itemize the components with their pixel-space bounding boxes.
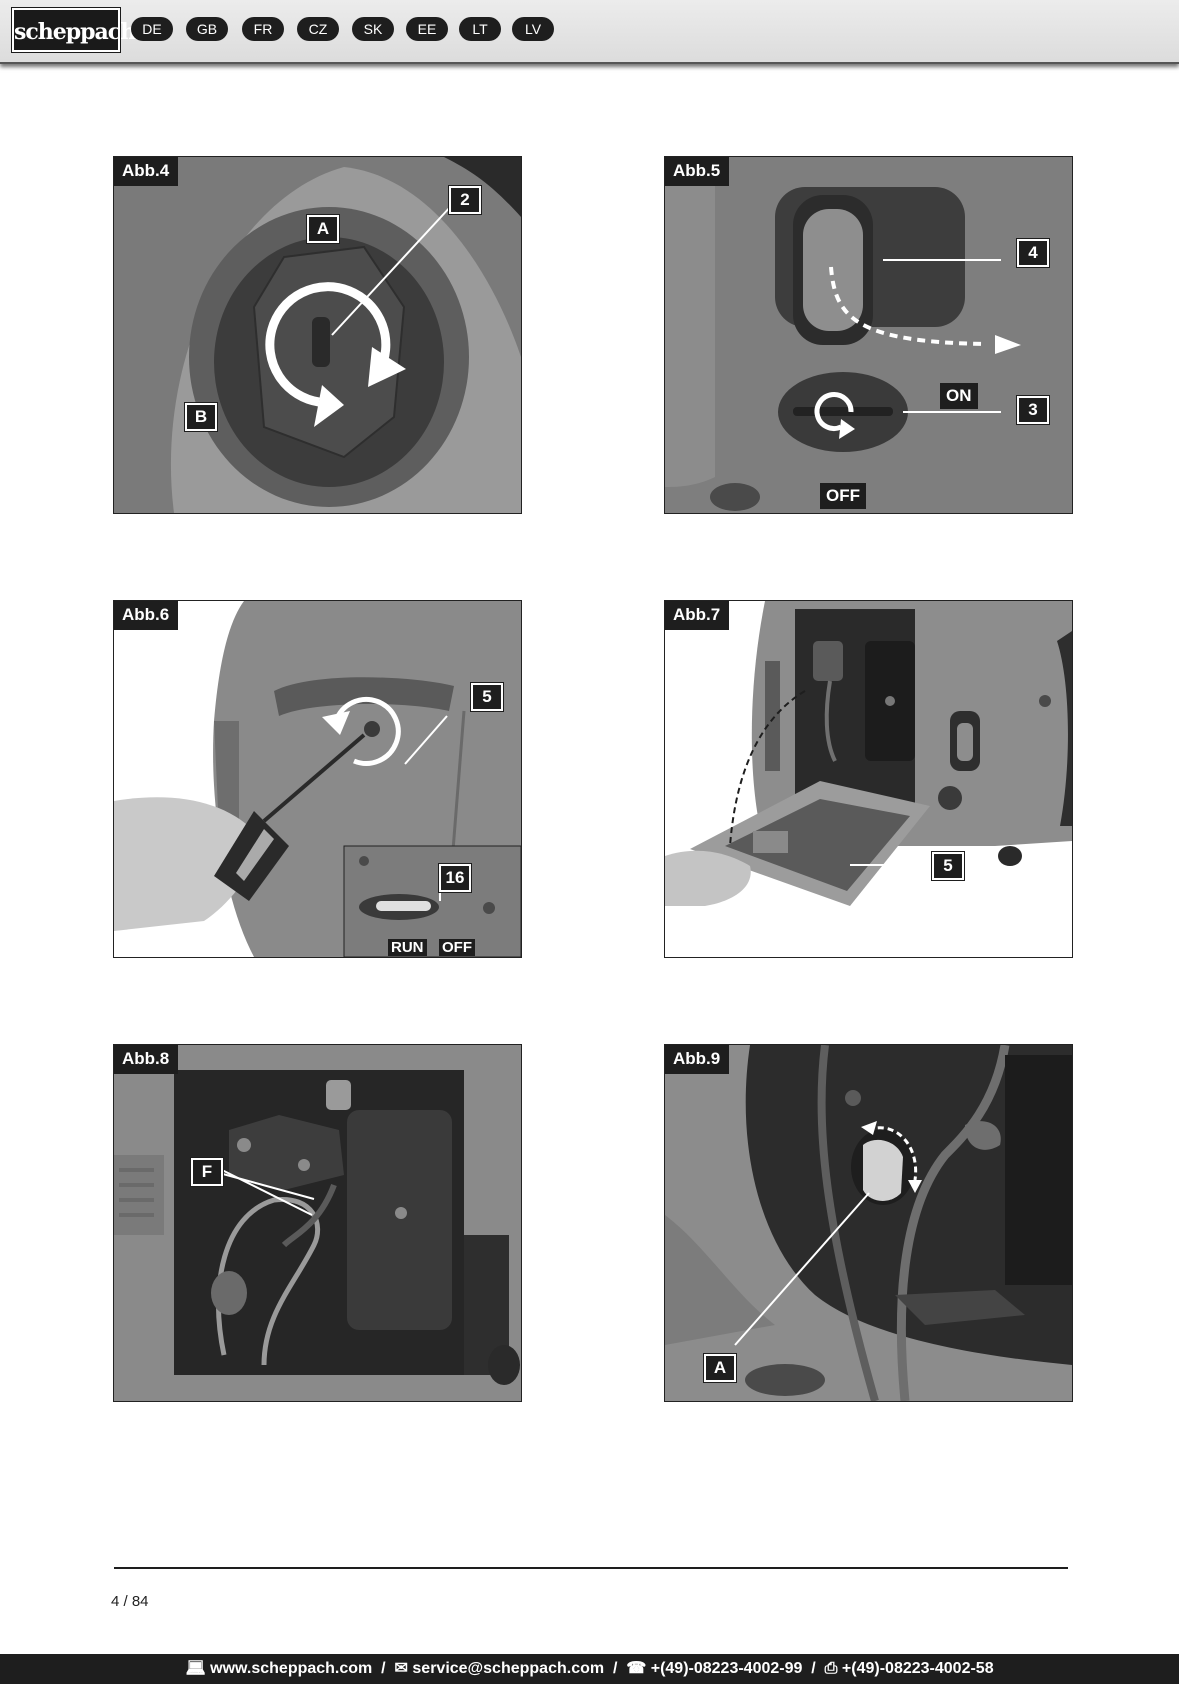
lang-badge-lt[interactable]: LT xyxy=(459,17,501,41)
page-number: 4 / 84 xyxy=(111,1593,149,1610)
website-link[interactable]: www.scheppach.com xyxy=(210,1660,372,1677)
phone-number: +(49)-08223-4002-99 xyxy=(651,1660,803,1677)
figure-label: Abb.5 xyxy=(665,157,729,186)
fuel-valve-photo xyxy=(665,1045,1072,1401)
callout-f: F xyxy=(191,1158,223,1186)
fax-number: +(49)-08223-4002-58 xyxy=(842,1660,994,1677)
figure-label: Abb.4 xyxy=(114,157,178,186)
switch-off-tag: OFF xyxy=(439,939,475,956)
computer-icon: 💻︎ xyxy=(185,1660,205,1677)
switch-run-tag: RUN xyxy=(388,939,427,956)
callout-a: A xyxy=(307,215,339,243)
separator: / xyxy=(609,1660,622,1677)
mail-icon: ✉ xyxy=(395,1660,408,1677)
figure-abb7: Abb.7 5 xyxy=(664,600,1073,958)
callout-4: 4 xyxy=(1017,239,1049,267)
figure-label: Abb.9 xyxy=(665,1045,729,1074)
page-header: scheppach DE GB FR CZ SK EE LT LV xyxy=(0,0,1179,64)
fax-icon: ⎙ xyxy=(825,1660,838,1677)
callout-2: 2 xyxy=(449,186,481,214)
lang-badge-sk[interactable]: SK xyxy=(352,17,394,41)
switch-panel-photo xyxy=(665,157,1072,513)
lang-badge-lv[interactable]: LV xyxy=(512,17,554,41)
air-filter-cover-photo xyxy=(665,601,1072,957)
figure-abb9: Abb.9 A xyxy=(664,1044,1073,1402)
switch-off-tag: OFF xyxy=(820,483,866,509)
figure-abb6: Abb.6 5 16 RUN OFF xyxy=(113,600,522,958)
figure-label: Abb.6 xyxy=(114,601,178,630)
contact-footer: 💻︎ www.scheppach.com / ✉ service@scheppa… xyxy=(0,1654,1179,1684)
callout-5: 5 xyxy=(471,683,503,711)
figure-abb5: Abb.5 4 3 ON OFF xyxy=(664,156,1073,514)
scheppach-logo: scheppach xyxy=(12,8,120,52)
separator: / xyxy=(807,1660,820,1677)
footer-divider xyxy=(114,1567,1068,1569)
figure-abb8: Abb.8 F xyxy=(113,1044,522,1402)
figure-label: Abb.7 xyxy=(665,601,729,630)
cover-screw-photo xyxy=(114,601,521,957)
figure-abb4: Abb.4 2 A B xyxy=(113,156,522,514)
lang-badge-cz[interactable]: CZ xyxy=(297,17,339,41)
lang-badge-gb[interactable]: GB xyxy=(186,17,228,41)
callout-16: 16 xyxy=(439,864,471,892)
callout-3: 3 xyxy=(1017,396,1049,424)
figure-label: Abb.8 xyxy=(114,1045,178,1074)
separator: / xyxy=(377,1660,390,1677)
callout-5: 5 xyxy=(932,852,964,880)
lang-badge-fr[interactable]: FR xyxy=(242,17,284,41)
switch-on-tag: ON xyxy=(940,383,978,409)
callout-b: B xyxy=(185,403,217,431)
email-link[interactable]: service@scheppach.com xyxy=(412,1660,604,1677)
lang-badge-ee[interactable]: EE xyxy=(406,17,448,41)
callout-a: A xyxy=(704,1354,736,1382)
fuel-hose-photo xyxy=(114,1045,521,1401)
lang-badge-de[interactable]: DE xyxy=(131,17,173,41)
phone-icon: ☎ xyxy=(626,1660,646,1677)
